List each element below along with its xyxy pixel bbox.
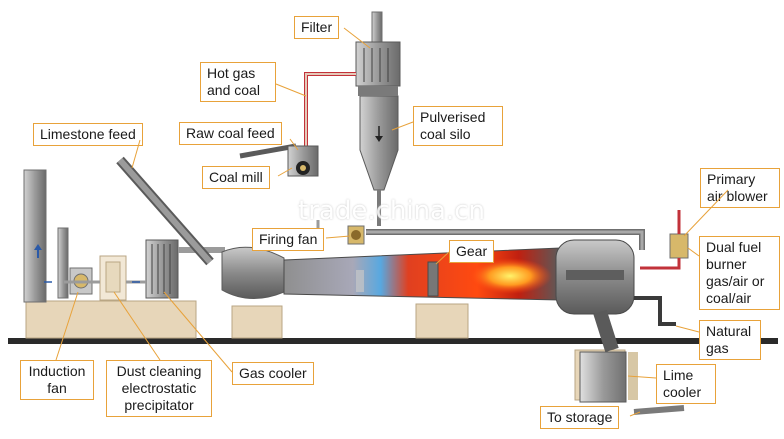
- label-dual-fuel-burner: Dual fuel burner gas/air or coal/air: [699, 236, 780, 310]
- label-natural-gas: Natural gas: [699, 320, 761, 360]
- hot-gas-pipe: [304, 72, 356, 150]
- label-coal-mill: Coal mill: [202, 166, 270, 189]
- label-primary-air-blower: Primary air blower: [700, 168, 780, 208]
- precipitator-unit: [99, 255, 127, 301]
- lime-cooler-unit: [579, 351, 638, 403]
- label-to-storage: To storage: [540, 406, 620, 429]
- filter-unit: [355, 11, 401, 96]
- rotary-kiln: [283, 247, 561, 301]
- firing-fan-unit: [347, 225, 365, 245]
- primary-air-blower-unit: [640, 210, 689, 270]
- label-gear: Gear: [449, 240, 495, 263]
- label-dust-cleaning-precipitator: Dust cleaning electrostatic precipitator: [106, 360, 212, 417]
- label-filter: Filter: [294, 16, 340, 39]
- gas-cooler-unit: [145, 239, 179, 299]
- label-hot-gas-and-coal: Hot gas and coal: [200, 62, 276, 102]
- label-raw-coal-feed: Raw coal feed: [179, 122, 282, 145]
- kiln-feed-hood: [221, 246, 285, 300]
- label-limestone-feed: Limestone feed: [33, 123, 143, 146]
- natural-gas-line: [634, 296, 676, 326]
- stack: [23, 169, 69, 303]
- label-pulverised-coal-silo: Pulverised coal silo: [413, 106, 503, 146]
- watermark-text: trade.china.cn: [298, 196, 486, 226]
- label-gas-cooler: Gas cooler: [232, 362, 314, 385]
- coal-mill-unit: [287, 145, 319, 177]
- storage-conveyor: [633, 405, 685, 415]
- raw-coal-conveyor: [239, 143, 297, 159]
- ground-line: [8, 338, 778, 344]
- label-induction-fan: Induction fan: [20, 360, 94, 400]
- discharge-chute: [593, 309, 619, 353]
- gear-ring: [427, 261, 439, 297]
- label-firing-fan: Firing fan: [252, 228, 325, 251]
- kiln-discharge-hood: [555, 239, 635, 315]
- label-lime-cooler: Lime cooler: [656, 364, 716, 404]
